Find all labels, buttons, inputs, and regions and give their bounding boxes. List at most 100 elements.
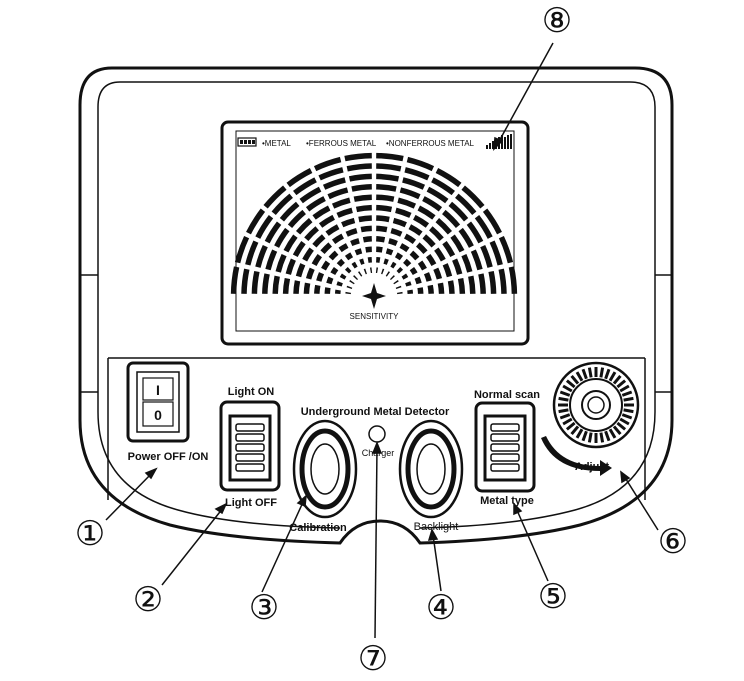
knob-ridge [587, 432, 593, 443]
meter-segment [422, 234, 436, 248]
meter-segment [346, 163, 372, 172]
meter-segment [341, 217, 356, 228]
meter-segment [402, 177, 426, 190]
meter-segment [408, 224, 423, 236]
meter-segment [448, 201, 469, 222]
meter-segment [417, 287, 424, 294]
power-label: Power OFF /ON [128, 451, 209, 463]
meter-segment [413, 214, 430, 228]
meter-segment [312, 205, 331, 220]
meter-segment [388, 238, 398, 247]
callout-6: ⑥ [658, 522, 688, 562]
meter-segment [403, 258, 412, 267]
panel-title: Underground Metal Detector [301, 406, 450, 418]
meter-segment [328, 250, 339, 261]
meter-segment [376, 194, 395, 202]
meter-segment [461, 185, 485, 209]
power-on-symbol: I [156, 382, 160, 398]
meter-segment [435, 217, 453, 235]
knob-ridge [619, 384, 630, 393]
knob-ridge [570, 425, 580, 436]
meter-segment [425, 253, 437, 267]
meter-segment [304, 226, 320, 242]
knob-ridge [604, 368, 611, 380]
meter-segment [313, 156, 342, 172]
meter-segment [295, 263, 306, 278]
charger-port[interactable] [368, 425, 386, 443]
meter-segment [376, 215, 390, 223]
backlight-button[interactable] [398, 419, 464, 519]
meter-segment [447, 280, 455, 294]
meter-segment [397, 197, 417, 209]
meter-segment [363, 268, 367, 275]
meter-segment [365, 246, 372, 253]
rotation-direction-arrow [541, 436, 612, 476]
adjust-knob[interactable] [552, 361, 640, 449]
meter-segment [265, 249, 278, 271]
meter-segment [376, 173, 400, 182]
meter-segment [293, 177, 317, 196]
lcd-screen: •METAL •FERROUS METAL •NONFERROUS METAL … [220, 120, 530, 346]
meter-segment [349, 280, 355, 285]
power-switch[interactable]: I 0 [126, 361, 190, 443]
meter-segment [339, 273, 347, 280]
battery-icon [237, 137, 257, 147]
meter-segment [346, 285, 353, 289]
meter-segment [434, 247, 446, 262]
meter-segment [427, 284, 434, 294]
meter-segment [433, 267, 443, 280]
sensitivity-label: SENSITIVITY [350, 312, 400, 321]
meter-segment [390, 227, 403, 237]
meter-segment [358, 271, 363, 277]
meter-segment [376, 236, 386, 243]
meter-segment [355, 204, 372, 213]
adjust-label: Adjust [575, 461, 610, 473]
meter-segment [316, 272, 325, 282]
light-switch[interactable] [219, 400, 281, 492]
meter-segment [345, 227, 358, 237]
meter-segment [351, 184, 372, 192]
meter-segment [246, 208, 266, 235]
knob-ridges [558, 367, 634, 443]
light-off-label: Light OFF [225, 497, 277, 509]
meter-segment [450, 234, 465, 253]
meter-segment [376, 163, 402, 172]
scan-mode-switch[interactable] [474, 401, 536, 493]
meter-segment [324, 287, 331, 294]
knob-ridge [619, 417, 630, 426]
calibration-button[interactable] [292, 419, 358, 519]
meter-segment [325, 224, 340, 236]
meter-segment [283, 234, 298, 253]
meter-segment [482, 208, 502, 235]
meter-segment [285, 258, 296, 275]
meter-segment [351, 261, 358, 269]
meter-segment [455, 193, 477, 215]
knob-ridge [616, 421, 627, 431]
meter-segment [305, 196, 326, 212]
meter-segment [362, 236, 372, 243]
meter-segment [326, 276, 334, 285]
meter-segment [422, 196, 443, 212]
meter-segment [292, 240, 306, 257]
knob-ridge [621, 390, 633, 397]
meter-segment [466, 221, 484, 244]
light-on-label: Light ON [228, 386, 274, 398]
meter-segment [241, 268, 250, 294]
meter-segment [381, 268, 385, 275]
meter-segment [489, 240, 503, 266]
meter-segment [348, 173, 372, 182]
meter-segment [318, 167, 344, 181]
callout-3: ③ [249, 588, 279, 628]
knob-ridge [565, 421, 576, 431]
meter-segment [401, 273, 409, 280]
knob-ridge [559, 413, 571, 420]
meter-segment [295, 217, 313, 235]
knob-ridge [558, 408, 569, 414]
meter-segment [394, 252, 404, 261]
meter-segment [470, 249, 483, 271]
meter-segment [299, 186, 322, 204]
meter-segment [442, 263, 453, 278]
meter-segment [468, 275, 476, 294]
meter-segment [417, 205, 436, 220]
meter-segment [311, 253, 323, 267]
